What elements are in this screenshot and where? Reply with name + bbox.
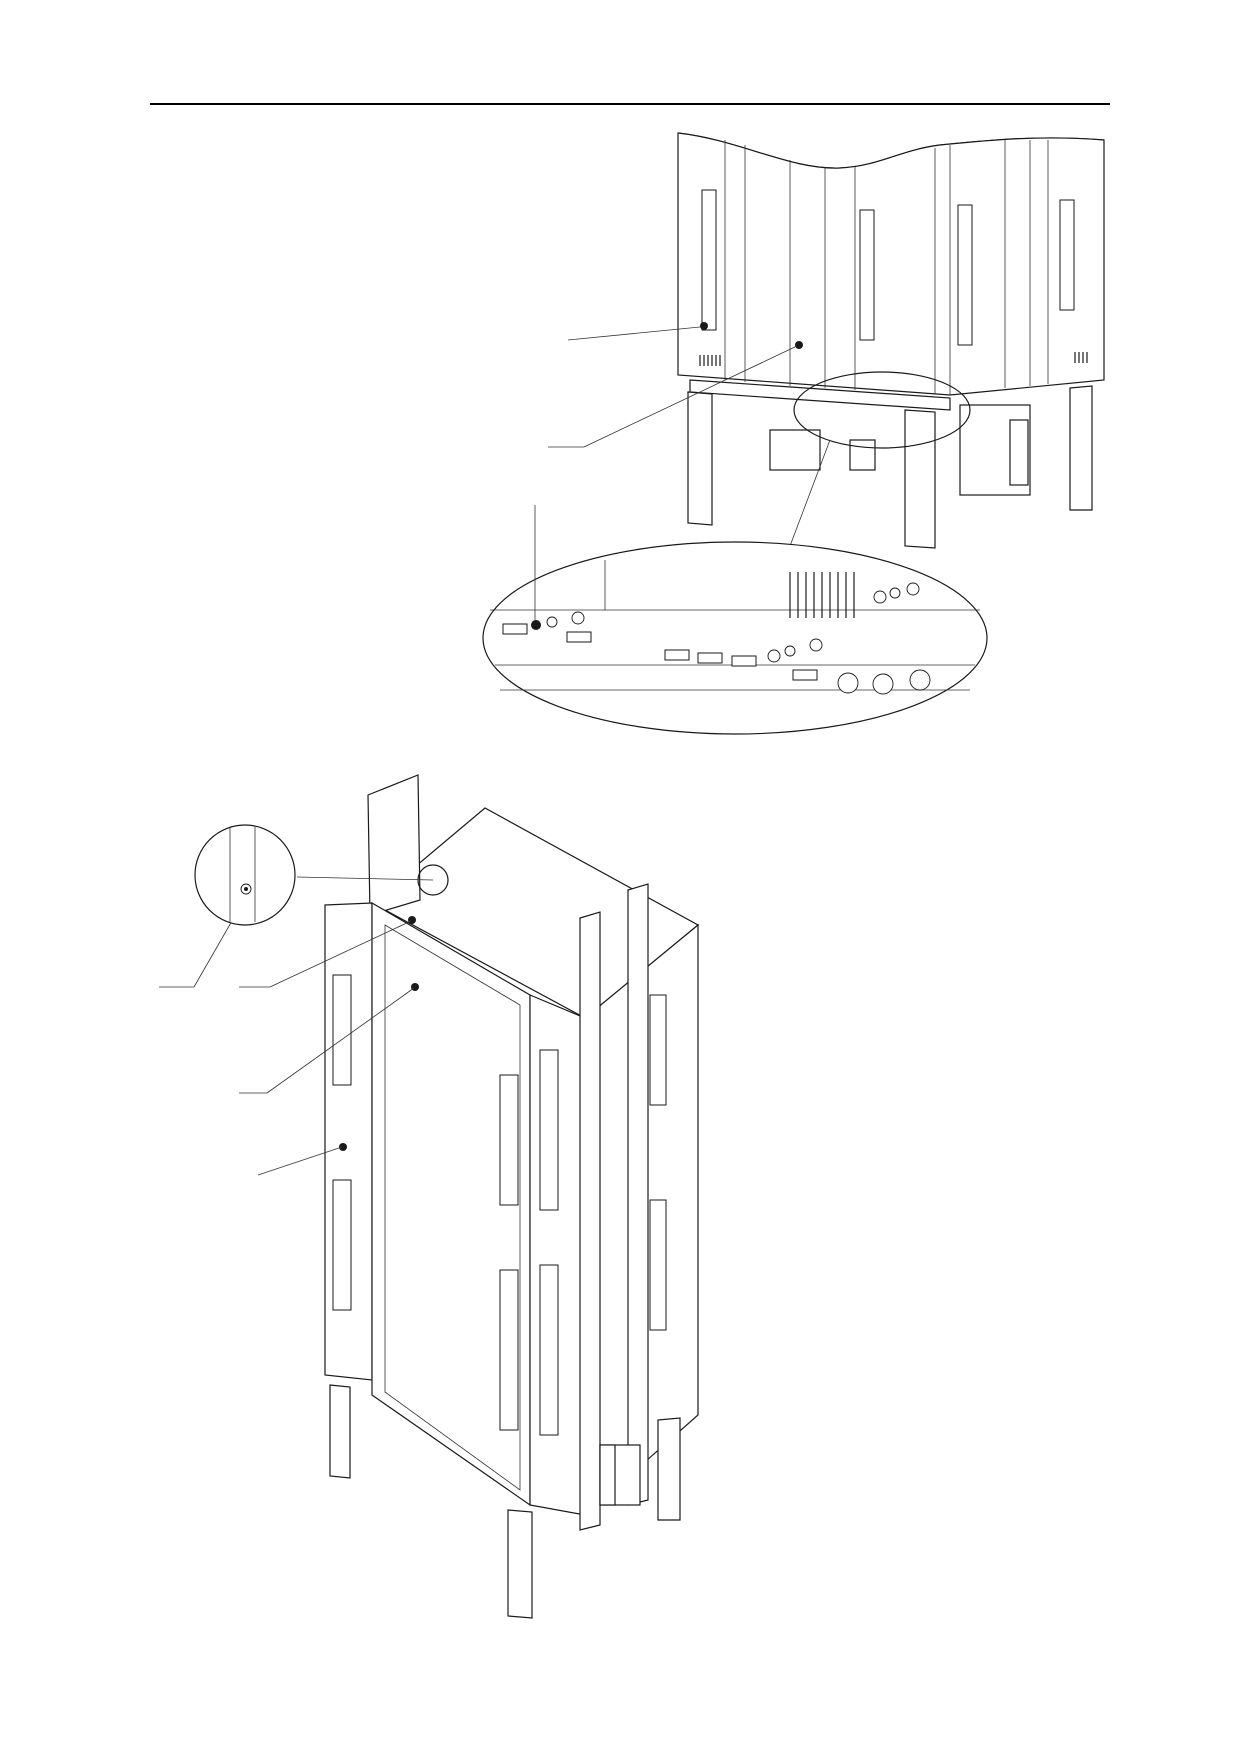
callout-leader [266, 987, 415, 1094]
detail-leader [296, 876, 434, 881]
fastener-washer [546, 616, 558, 628]
callout-leader [269, 920, 412, 988]
bolt-marker [795, 341, 803, 349]
base-rail [689, 379, 951, 411]
callout-leader [257, 1146, 343, 1176]
fastener-bolt [531, 620, 541, 630]
support-leg [687, 391, 713, 526]
vent-slot [1059, 199, 1075, 311]
vent-slot [859, 209, 875, 341]
bolt-marker [411, 983, 419, 991]
fastener-nut [571, 611, 585, 625]
bolt-marker [408, 916, 416, 924]
support-leg [1069, 385, 1093, 511]
mount-rail [579, 911, 601, 1531]
support-leg [657, 1417, 681, 1521]
bolt-marker [700, 322, 708, 330]
detail-ellipse [482, 541, 988, 735]
figure-cabinet-isometric [159, 774, 700, 1619]
callout-leader [567, 326, 701, 341]
bolt-marker [339, 1143, 347, 1151]
mount-bracket [769, 429, 821, 471]
vent-grille [699, 352, 1088, 366]
detail-marker-circle [793, 371, 971, 449]
detail-circle-view [194, 824, 296, 926]
vent-slot [957, 204, 973, 346]
callout-leader [583, 345, 798, 448]
support-leg [329, 1384, 351, 1479]
detail-leader [789, 439, 831, 547]
rear-upright [367, 774, 421, 916]
vent-slot [701, 189, 717, 331]
detail-vent-grille [789, 572, 855, 618]
cabinet-panel [677, 132, 1105, 396]
figure-cabinet-base [548, 132, 1105, 549]
support-leg [904, 409, 936, 549]
detail-enlarged-view [482, 505, 988, 735]
mount-rail [627, 883, 649, 1506]
support-leg [507, 1509, 533, 1619]
